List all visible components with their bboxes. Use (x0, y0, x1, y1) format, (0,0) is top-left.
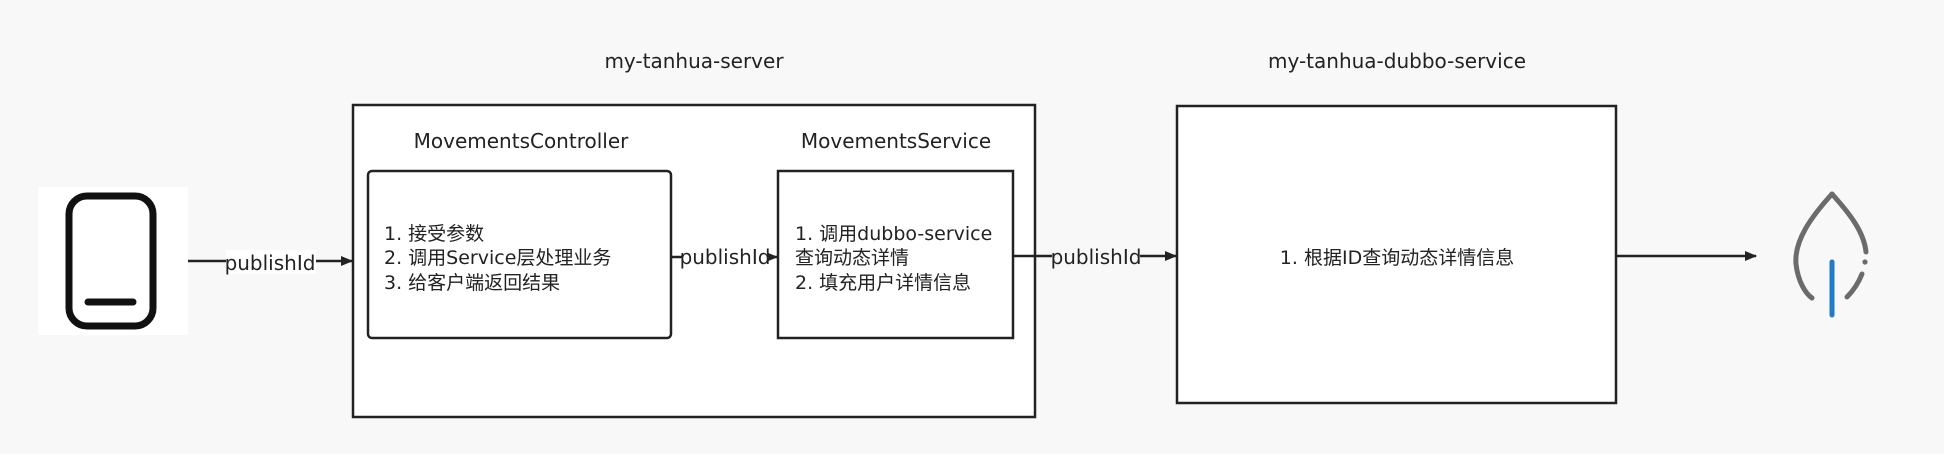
dubbo-service-box (1175, 104, 1618, 405)
controller-step-2: 2. 调用Service层处理业务 (384, 247, 611, 269)
service-step-1-cont: 查询动态详情 (795, 247, 909, 269)
controller-box (366, 169, 673, 340)
dubbo-step-1: 1. 根据ID查询动态详情信息 (1280, 247, 1514, 269)
dubbo-service-title: my-tanhua-dubbo-service (1268, 49, 1526, 73)
server-title: my-tanhua-server (604, 49, 784, 73)
service-step-1: 1. 调用dubbo-service (795, 223, 992, 245)
edge-label-client-to-controller: publishId (225, 251, 316, 275)
service-title: MovementsService (801, 129, 991, 153)
edge-label-service-to-dubbo: publishId (1051, 245, 1142, 269)
controller-step-1: 1. 接受参数 (384, 223, 484, 245)
controller-title: MovementsController (414, 129, 630, 153)
edge-label-controller-to-service: publishId (680, 245, 771, 269)
mongodb-icon (1793, 191, 1869, 318)
controller-step-3: 3. 给客户端返回结果 (384, 272, 560, 294)
service-box (776, 169, 1015, 340)
phone-icon (38, 187, 188, 335)
service-step-2: 2. 填充用户详情信息 (795, 272, 971, 294)
